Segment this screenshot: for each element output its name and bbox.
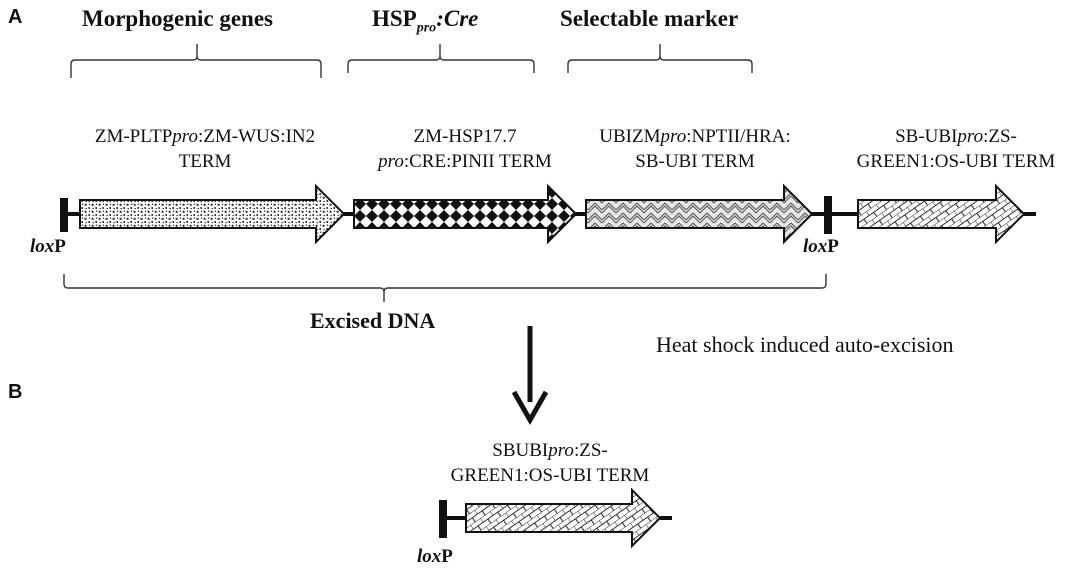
cre-label-pro: pro [378, 151, 404, 172]
zsgreen-arrow-b [465, 487, 662, 549]
heat-shock-label: Heat shock induced auto-excision [656, 332, 954, 357]
loxp-right-rest: P [827, 236, 839, 257]
cre-label-post: :CRE:PINII TERM [403, 151, 552, 172]
nptii-label-pro: pro [660, 126, 687, 147]
zsgreen-b-cassette-label: SBUBIpro:ZS- GREEN1:OS-UBI TERM [420, 438, 680, 488]
loxp-b-it: lox [417, 546, 442, 567]
wus-label-post: :ZM-WUS:IN2 [197, 126, 316, 147]
panel-b-label: B [8, 381, 23, 403]
wus-arrow [79, 183, 346, 245]
loxp-label-right: loxP [803, 236, 839, 258]
zsgreen-cassette-label: SB-UBIpro:ZS- GREEN1:OS-UBI TERM [838, 124, 1074, 174]
nptii-label-post: :NPTII/HRA: [686, 126, 791, 147]
cre-cassette-label: ZM-HSP17.7 pro:CRE:PINII TERM [340, 124, 590, 174]
cre-arrow [353, 183, 578, 245]
zsgreen-label-pro: pro [957, 126, 984, 147]
cre-label-line1: ZM-HSP17.7 [413, 126, 517, 147]
nptii-cassette-label: UBIZMpro:NPTII/HRA: SB-UBI TERM [570, 124, 820, 174]
hsp-subscript: pro [416, 20, 437, 36]
excised-dna-label: Excised DNA [310, 308, 436, 333]
loxp-label-b: loxP [417, 546, 453, 568]
loxp-site-b [439, 500, 447, 538]
loxp-label-left: loxP [30, 236, 66, 258]
loxp-left-it: lox [30, 236, 55, 257]
hsp-cre-header: HSPpro:Cre [372, 6, 478, 37]
panel-a-label: A [8, 6, 23, 28]
wus-label-line2: TERM [178, 151, 232, 172]
wus-label-pre: ZM-PLTP [94, 126, 173, 147]
hsp-cre-suffix: :Cre [436, 6, 479, 31]
zsgreen-b-label-post: :ZS- [573, 440, 608, 461]
loxp-site-right [824, 196, 832, 234]
zsgreen-b-label-line2: GREEN1:OS-UBI TERM [450, 465, 650, 486]
nptii-label-pre: UBIZM [599, 126, 661, 147]
zsgreen-b-label-pre: SBUBI [492, 440, 549, 461]
zsgreen-b-label-pro: pro [548, 440, 574, 461]
wus-label-pro: pro [172, 126, 198, 147]
zsgreen-arrow [857, 183, 1026, 245]
wus-cassette-label: ZM-PLTPpro:ZM-WUS:IN2 TERM [60, 124, 350, 174]
loxp-left-rest: P [54, 236, 66, 257]
zsgreen-label-pre: SB-UBI [895, 126, 958, 147]
zsgreen-label-post: :ZS- [983, 126, 1017, 147]
brace-hsp [347, 44, 535, 73]
brace-morphogenic [70, 44, 322, 78]
down-arrow-icon [511, 326, 549, 426]
loxp-site-left [60, 198, 68, 232]
brace-selectable [567, 44, 753, 73]
zsgreen-label-line2: GREEN1:OS-UBI TERM [856, 151, 1056, 172]
nptii-arrow [585, 183, 814, 245]
loxp-b-rest: P [441, 546, 453, 567]
selectable-marker-header: Selectable marker [560, 6, 739, 31]
loxp-right-it: lox [803, 236, 828, 257]
hsp-text: HSP [372, 6, 417, 31]
brace-excised [63, 274, 827, 302]
morphogenic-genes-header: Morphogenic genes [82, 6, 274, 31]
nptii-label-line2: SB-UBI TERM [635, 151, 755, 172]
